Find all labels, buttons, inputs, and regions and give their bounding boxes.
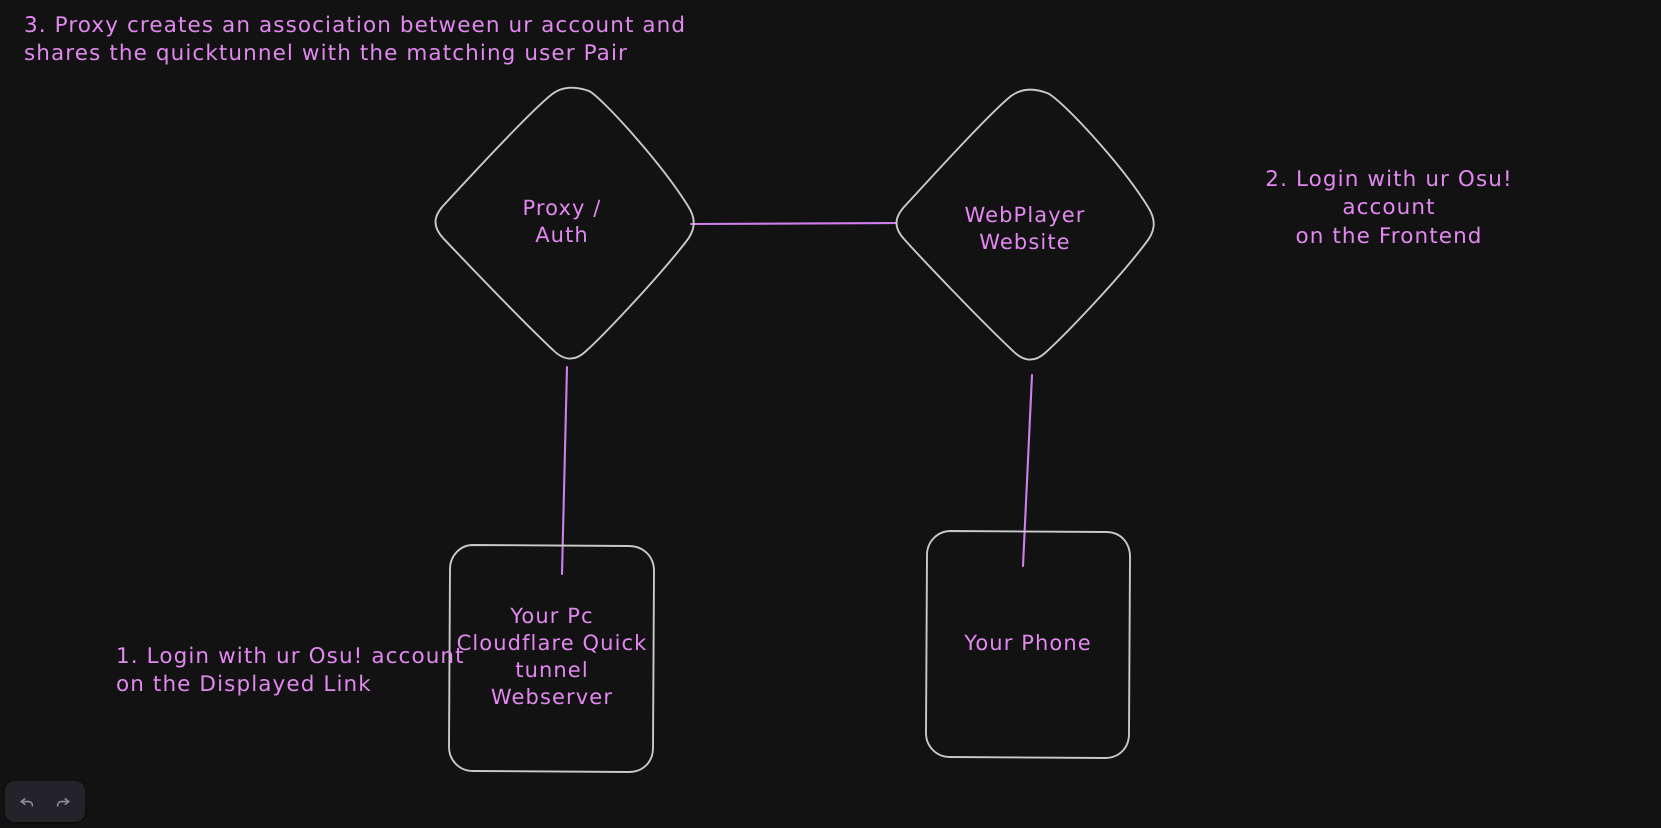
note-step-1: 1. Login with ur Osu! account on the Dis… [116, 644, 465, 698]
undo-redo-toolbar [5, 781, 85, 822]
connector-proxy-to-webplayer [689, 221, 898, 226]
note-step-2: 2. Login with ur Osu! account on the Fro… [1265, 167, 1513, 249]
connector-webplayer-to-your-phone [1021, 373, 1034, 568]
node-label-your-pc: Your Pc Cloudflare Quick tunnel Webserve… [456, 604, 648, 709]
redo-button[interactable] [47, 787, 79, 817]
node-label-webplayer-website: WebPlayer Website [964, 203, 1086, 254]
undo-arrow-icon [20, 797, 34, 807]
note-step-3: 3. Proxy creates an association between … [24, 13, 687, 67]
node-label-proxy-auth: Proxy / Auth [522, 196, 602, 247]
node-label-your-phone: Your Phone [964, 631, 1092, 655]
connector-proxy-to-your-pc [560, 365, 569, 576]
undo-button[interactable] [11, 787, 43, 817]
redo-arrow-icon [56, 797, 70, 807]
